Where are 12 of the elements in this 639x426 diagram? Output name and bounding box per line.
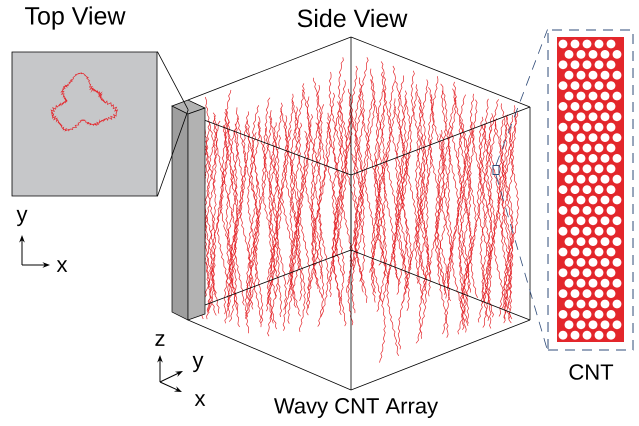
selection-marker [492,165,500,175]
axis-label: z [155,334,164,346]
axis-label: x [56,260,68,272]
panel-caption: Wavy CNT Array [274,398,438,418]
zoom-line [496,29,548,166]
axis-label: x [194,394,206,406]
panel-title: Top View [25,6,126,30]
zoom-line [157,51,189,110]
zoom-line [157,109,189,197]
panel-caption: CNT [570,364,614,380]
panel-title: Side View [298,8,408,28]
axis-label: y [192,356,204,372]
